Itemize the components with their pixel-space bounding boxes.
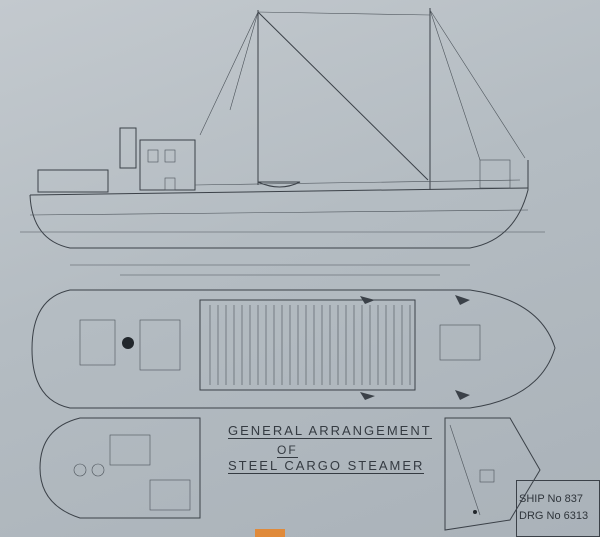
bridge: [139, 139, 196, 191]
title-of: OF: [277, 443, 298, 458]
funnel-plan: [122, 337, 134, 349]
cargo-hold: [199, 299, 416, 391]
profile-view: [20, 8, 545, 276]
deck-plan: [31, 289, 556, 409]
derrick-boom: [257, 11, 429, 181]
title-block: [516, 480, 600, 537]
funnel: [119, 127, 137, 169]
poop-deckhouse: [37, 169, 109, 193]
title-steel-cargo-steamer: STEEL CARGO STEAMER: [228, 458, 425, 474]
archive-tag: [255, 529, 285, 537]
lower-deck-plans: [39, 417, 541, 531]
drawing-number: DRG No 6313: [519, 510, 589, 522]
lifeboat: [257, 181, 301, 188]
ship-number: SHIP No 837: [519, 493, 584, 505]
title-general-arrangement: GENERAL ARRANGEMENT: [228, 423, 432, 439]
